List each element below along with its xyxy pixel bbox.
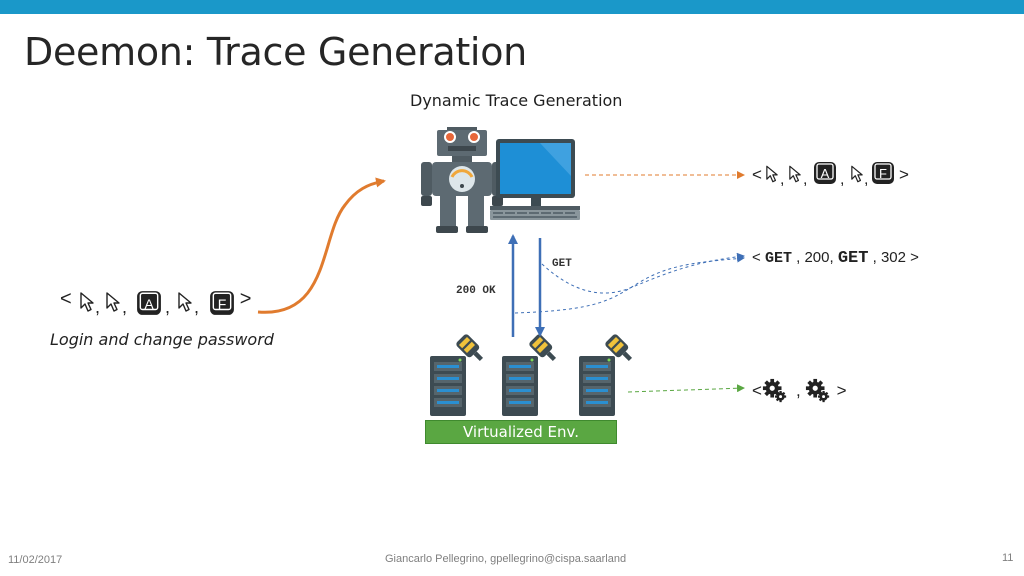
footer-date: 11/02/2017 (8, 554, 63, 566)
server-icon (430, 332, 488, 416)
key-a-icon: A (136, 290, 162, 316)
svg-text:,: , (95, 297, 100, 317)
left-sequence: <> (60, 288, 251, 311)
svg-text:,: , (165, 297, 170, 317)
server-trace: <, > (752, 381, 847, 401)
key-f-icon: F (209, 290, 235, 316)
server-trace-sep: , (795, 381, 801, 400)
http-trace-200: , 200, (791, 249, 838, 266)
svg-text:F: F (218, 296, 227, 312)
svg-text:F: F (879, 166, 887, 181)
server-icon (579, 332, 637, 416)
svg-text:,: , (194, 297, 199, 317)
svg-text:,: , (780, 171, 784, 188)
page-number: 11 (1002, 552, 1014, 564)
svg-text:,: , (864, 171, 868, 188)
http-trace-arrow-2 (541, 252, 745, 294)
top-accent-bar (0, 0, 1024, 14)
sequence-close: > (239, 288, 252, 310)
get-label: GET (552, 258, 572, 270)
diagram-subtitle: Dynamic Trace Generation (410, 91, 623, 110)
ok-label: 200 OK (456, 285, 496, 297)
slide-title: Deemon: Trace Generation (24, 30, 527, 74)
svg-text:,: , (840, 171, 844, 188)
key-f-icon: F (871, 161, 895, 185)
computer-icon (490, 139, 580, 220)
ui-trace: <> (752, 165, 909, 185)
input-flow-arrow (257, 177, 386, 314)
ui-trace-open: < (752, 165, 762, 184)
http-trace-get-2: GET (837, 249, 869, 268)
server-trace-close: > (836, 381, 847, 400)
ui-trace-icons: A F , , , , (766, 161, 895, 188)
left-caption: Login and change password (50, 330, 274, 349)
footer-author: Giancarlo Pellegrino, gpellegrino@cispa.… (385, 553, 627, 565)
virtualized-env-label: Virtualized Env. (425, 420, 617, 444)
http-trace: < GET , 200, GET , 302 > (752, 249, 919, 268)
left-sequence-icons: A F , , , , (80, 290, 235, 317)
key-a-icon: A (813, 161, 837, 185)
http-trace-arrow-1 (514, 254, 745, 314)
svg-text:,: , (803, 171, 807, 188)
server-icon (502, 332, 561, 416)
server-trace-arrow (627, 384, 745, 393)
http-trace-get-1: GET (764, 250, 792, 267)
svg-text:A: A (821, 166, 830, 181)
server-trace-open: < (752, 381, 762, 400)
svg-text:,: , (122, 297, 127, 317)
http-trace-302: , 302 > (868, 249, 919, 266)
sequence-open: < (60, 288, 72, 310)
svg-text:A: A (144, 296, 154, 312)
http-trace-open: < (752, 249, 765, 266)
ui-trace-close: > (898, 165, 909, 184)
